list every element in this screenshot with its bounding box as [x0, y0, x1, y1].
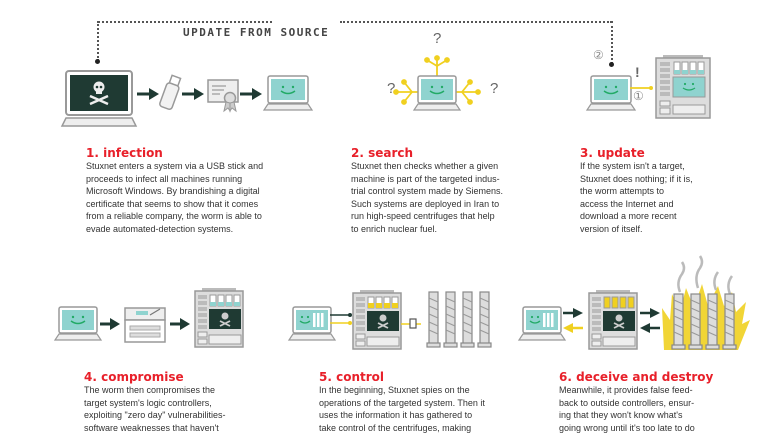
body-line: In the beginning, Stuxnet spies on the: [319, 385, 470, 395]
infected-laptop-skull-icon: [60, 70, 138, 127]
arrow-right-icon: [563, 308, 583, 318]
body-line: If the system isn't a target,: [580, 161, 685, 171]
body-line: machine is part of the targeted indus-: [351, 173, 500, 184]
centrifuge-icon: [426, 291, 492, 348]
body-line: Microsoft Windows. By brandishing a digi…: [86, 186, 260, 197]
body-line: going wrong until it's too late to do: [559, 422, 695, 433]
arrow-right-icon: [170, 318, 190, 330]
update-connector-top: [98, 21, 272, 23]
body-line: from a reliable company, the worm is abl…: [86, 211, 262, 222]
step-marker-one: ①: [633, 89, 644, 103]
step-body-deceive-and-destroy: Meanwhile, it provides false feed- back …: [559, 384, 695, 434]
body-line: uses the information it has gathered to: [319, 410, 473, 421]
infected-plc-icon: [352, 290, 402, 350]
question-mark-icon: ?: [490, 80, 499, 97]
smiley-laptop-icon: [262, 75, 314, 111]
step-title-compromise: 4. compromise: [84, 370, 184, 384]
step-title-control: 5. control: [319, 370, 384, 384]
data-link: [330, 313, 352, 325]
body-line: proceeds to infect all machines running: [86, 173, 243, 184]
body-line: Meanwhile, it provides false feed-: [559, 385, 693, 395]
step-body-search: Stuxnet then checks whether a given mach…: [351, 160, 503, 236]
step-title-deceive-and-destroy: 6. deceive and destroy: [559, 370, 714, 384]
smiley-laptop-icon: [53, 306, 103, 341]
body-line: version of itself.: [580, 223, 643, 234]
alert-icon: !: [635, 64, 640, 80]
body-line: operations of the targeted system. Then …: [319, 397, 485, 408]
question-mark-icon: ?: [433, 30, 442, 47]
spying-laptop-icon: [287, 306, 337, 341]
step-title-update: 3. update: [580, 146, 645, 160]
step-marker-two: ②: [593, 48, 604, 62]
body-line: Stuxnet does nothing; if it is,: [580, 173, 693, 184]
smiley-laptop-icon: [585, 75, 637, 111]
printer-icon: [124, 307, 166, 343]
body-line: certificate that seems to show that it c…: [86, 198, 259, 209]
step-body-infection: Stuxnet enters a system via a USB stick …: [86, 160, 263, 236]
step-title-search: 2. search: [351, 146, 414, 160]
body-line: trial control system made by Siemens.: [351, 186, 504, 197]
body-line: download a more recent: [580, 211, 677, 222]
arrow-left-icon: [640, 323, 660, 333]
connector-endpoint: [95, 59, 100, 64]
body-line: take control of the centrifuges, making: [319, 422, 472, 433]
body-line: exploiting "zero day" vulnerabilities-: [84, 410, 226, 421]
arrow-right-icon: [240, 88, 262, 100]
step-body-control: In the beginning, Stuxnet spies on the o…: [319, 384, 485, 434]
deceived-laptop-icon: [517, 306, 567, 341]
body-line: the worm attempts to: [580, 186, 665, 197]
usb-stick-icon: [159, 74, 182, 110]
arrow-left-icon: [563, 323, 583, 333]
body-line: ing that they won't know what's: [559, 410, 683, 421]
step-title-infection: 1. infection: [86, 146, 163, 160]
question-mark-icon: ?: [387, 80, 396, 97]
body-line: The worm then compromises the: [84, 385, 216, 395]
burning-centrifuges-icon: [662, 255, 750, 350]
body-line: evade automated-detection systems.: [86, 223, 234, 234]
update-connector-right: [611, 21, 613, 64]
update-connector-left: [97, 21, 99, 61]
body-line: Stuxnet enters a system via a USB stick …: [86, 161, 264, 171]
infected-plc-icon: [588, 290, 638, 350]
body-line: back to outside controllers, ensur-: [559, 397, 695, 408]
body-line: software weaknesses that haven't: [84, 422, 219, 433]
body-line: access the Internet and: [580, 198, 674, 209]
arrow-right-icon: [100, 318, 120, 330]
certificate-icon: [207, 79, 239, 113]
body-line: to enrich nuclear fuel.: [351, 223, 438, 234]
body-line: Stuxnet then checks whether a given: [351, 161, 499, 171]
arrow-right-icon: [640, 308, 660, 318]
searching-laptop-icon: [393, 55, 481, 111]
body-line: Such systems are deployed in Iran to: [351, 198, 500, 209]
infected-plc-icon: [194, 288, 244, 348]
body-line: run high-speed centrifuges that help: [351, 211, 495, 222]
centrifuge-link: [401, 318, 421, 329]
update-from-source-label: UPDATE FROM SOURCE: [183, 26, 330, 39]
arrow-right-icon: [182, 88, 204, 100]
step-body-compromise: The worm then compromises the target sys…: [84, 384, 225, 434]
arrow-right-icon: [137, 88, 159, 100]
plc-controller-icon: [655, 55, 711, 119]
signal-line: [630, 86, 653, 90]
body-line: target system's logic controllers,: [84, 397, 212, 408]
step-body-update: If the system isn't a target, Stuxnet do…: [580, 160, 693, 236]
connector-endpoint: [609, 62, 614, 67]
update-connector-top: [340, 21, 612, 23]
